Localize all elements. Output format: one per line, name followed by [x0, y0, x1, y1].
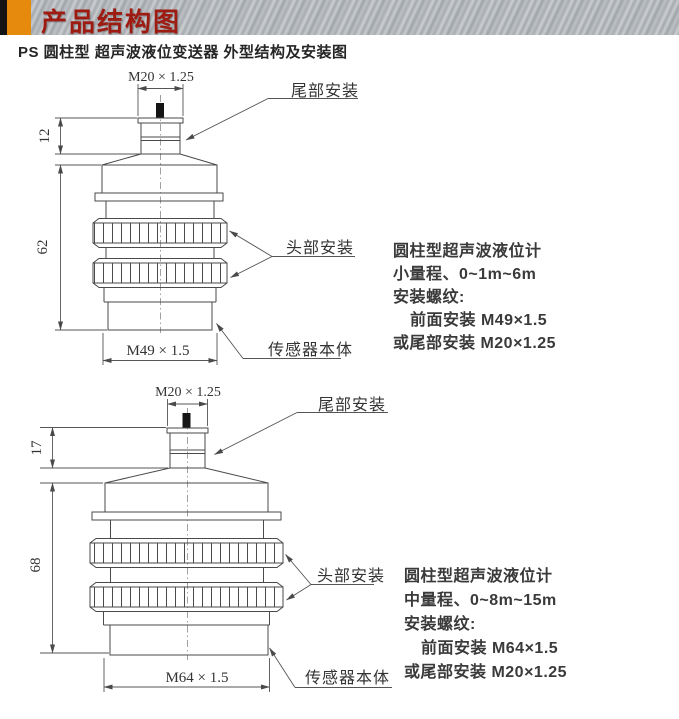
spec-line-range: 中量程、0~8m~15m — [404, 592, 557, 609]
dim-text-neck-height: 12 — [37, 129, 53, 144]
callout-head-mount-small: 头部安装 — [229, 230, 355, 278]
spec-line-product: 圆柱型超声波液位计 — [393, 243, 542, 260]
label-sensor-body: 传感器本体 — [305, 669, 390, 687]
spec-block-small-range: 圆柱型超声波液位计 小量程、0~1m~6m 安装螺纹: 前面安装 M49×1.5… — [393, 240, 556, 355]
dimension-neck-height-small: 12 — [37, 117, 140, 155]
dim-text-neck-height: 17 — [29, 440, 45, 456]
callout-tail-mount-medium: 尾部安装 — [214, 396, 388, 455]
figure-medium-range-sensor: M20 × 1.25 17 68 M64 × 1.5 尾部 — [28, 385, 392, 692]
spec-line-tail-thread: 或尾部安装 M20×1.25 — [404, 664, 568, 681]
spec-line-range: 小量程、0~1m~6m — [393, 266, 537, 283]
dimension-neck-height-medium: 17 — [29, 427, 168, 469]
dim-text-body-height: 62 — [35, 240, 51, 255]
banner-orange-accent — [7, 0, 31, 35]
spec-block-medium-range: 圆柱型超声波液位计 中量程、0~8m~15m 安装螺纹: 前面安装 M64×1.… — [404, 565, 567, 685]
spec-line-front-thread: 前面安装 M49×1.5 — [410, 312, 548, 329]
label-sensor-body: 传感器本体 — [268, 341, 353, 359]
dimension-front-thread-medium: M64 × 1.5 — [103, 658, 270, 692]
label-tail-mount: 尾部安装 — [318, 396, 386, 414]
dim-text-front-thread: M49 × 1.5 — [126, 343, 189, 359]
callout-sensor-body-small: 传感器本体 — [216, 323, 353, 359]
dim-text-top-thread: M20 × 1.25 — [128, 70, 194, 85]
dimension-top-thread-medium: M20 × 1.25 — [155, 385, 221, 426]
dimension-body-height-medium: 68 — [28, 482, 109, 654]
spec-line-thread-title: 安装螺纹: — [393, 289, 465, 306]
spec-line-thread-title: 安装螺纹: — [404, 616, 476, 633]
dimension-body-height-small: 62 — [35, 164, 107, 331]
callout-tail-mount-small: 尾部安装 — [185, 82, 359, 141]
sensor-outline-medium — [89, 413, 284, 656]
figure-small-range-sensor: M20 × 1.25 12 62 M49 × 1.5 尾部 — [35, 70, 359, 365]
label-head-mount: 头部安装 — [286, 239, 354, 257]
dim-text-front-thread: M64 × 1.5 — [165, 670, 228, 686]
diagram-subtitle: PS 圆柱型 超声波液位变送器 外型结构及安装图 — [18, 44, 348, 61]
spec-line-tail-thread: 或尾部安装 M20×1.25 — [393, 335, 557, 352]
dimension-front-thread-small: M49 × 1.5 — [102, 333, 218, 365]
banner-black-strip — [0, 0, 7, 35]
dimension-top-thread-small: M20 × 1.25 — [128, 70, 194, 116]
spec-line-front-thread: 前面安装 M64×1.5 — [421, 640, 559, 657]
label-head-mount: 头部安装 — [317, 567, 385, 585]
sensor-outline-small — [92, 103, 228, 331]
dim-text-body-height: 68 — [28, 558, 44, 573]
page-title: 产品结构图 — [41, 7, 182, 37]
spec-line-product: 圆柱型超声波液位计 — [404, 568, 553, 585]
dim-text-top-thread: M20 × 1.25 — [155, 385, 221, 400]
label-tail-mount: 尾部安装 — [291, 82, 359, 100]
callout-head-mount-medium: 头部安装 — [285, 554, 385, 601]
header-banner: 产品结构图 — [0, 0, 679, 37]
callout-sensor-body-medium: 传感器本体 — [269, 647, 392, 688]
